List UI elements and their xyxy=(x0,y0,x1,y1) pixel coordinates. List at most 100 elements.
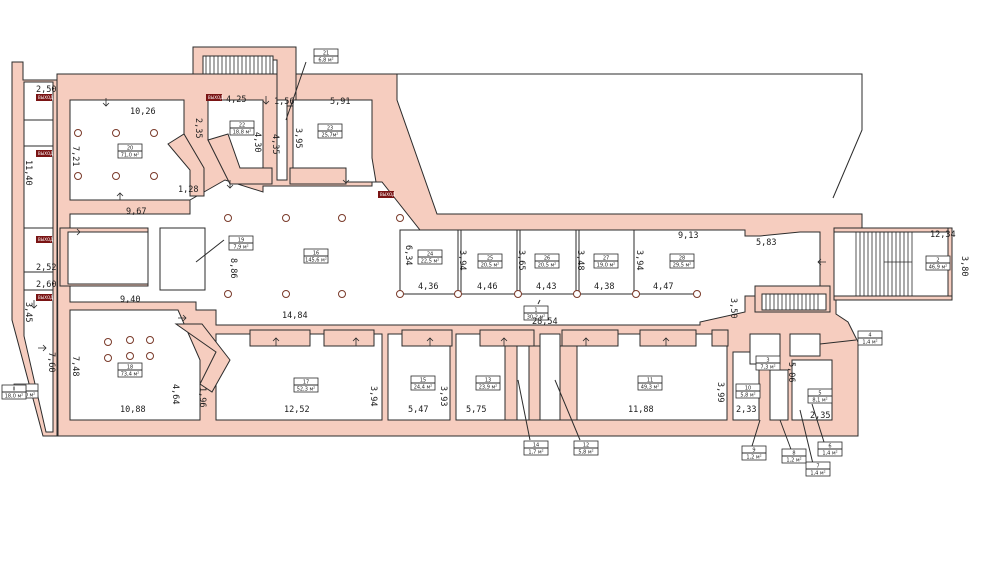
room-number: 15 xyxy=(420,378,426,384)
exterior-outline xyxy=(397,73,863,199)
room-21-floor xyxy=(276,99,288,181)
dimension-label: 2,35 xyxy=(193,118,203,138)
stair-lower-steps xyxy=(765,294,819,310)
room-label-2: 246,9 м² xyxy=(925,255,951,271)
room-area: 20,5 м² xyxy=(538,263,557,269)
dimension-label: 28,54 xyxy=(532,317,558,327)
room-label-14: 141,7 м² xyxy=(523,440,549,456)
dimension-label: 3,99 xyxy=(715,382,725,402)
dimension-label: 11,88 xyxy=(628,405,654,415)
dimension-label: 3,45 xyxy=(23,302,33,322)
arrows xyxy=(30,96,826,352)
dimension-label: 2,60 xyxy=(36,280,56,290)
room-label-8: 81,2 м² xyxy=(781,448,807,464)
counters xyxy=(167,133,729,421)
dimension-label: 12,52 xyxy=(284,405,310,415)
dimension-label: 5,83 xyxy=(756,238,776,248)
dimension-label: 4,47 xyxy=(653,282,673,292)
room-number: 1 xyxy=(534,308,537,314)
dimension-label: 4,36 xyxy=(418,282,438,292)
dimension-label: 7,21 xyxy=(70,146,80,166)
dimension-label: 2,35 xyxy=(810,411,830,421)
room-number: 5 xyxy=(818,391,821,397)
room-label-6: 61,4 м² xyxy=(817,441,843,457)
room-area: 52,3 м² xyxy=(297,387,316,393)
exit-signs: ВЫХОД ВЫХОД ВЫХОД ВЫХОД ВЫХОД ВЫХОД xyxy=(36,94,395,301)
room-number: 16 xyxy=(313,251,319,257)
dimension-label: 2,50 xyxy=(36,85,56,95)
dimension-label: 11,40 xyxy=(23,160,33,186)
room-label-10: 105,8 м² xyxy=(735,383,761,399)
room-area: 1,4 м² xyxy=(822,451,837,457)
dimension-label: 4,35 xyxy=(270,134,280,154)
room-area: 73,4 м² xyxy=(121,372,140,378)
dimension-label: 8,86 xyxy=(228,258,238,278)
dimension-label: 3,94 xyxy=(634,250,644,270)
dimension-label: 5,91 xyxy=(330,97,350,107)
room-area: 5,8 м² xyxy=(578,450,593,456)
stair-21-steps xyxy=(205,56,271,74)
room-area: 8,1 м² xyxy=(812,398,827,404)
room-label-3: 37,3 м² xyxy=(755,355,781,371)
room-number: 19 xyxy=(238,238,244,244)
dimension-label: 3,93 xyxy=(438,386,448,406)
room-number: II xyxy=(13,387,16,393)
room-12-floor xyxy=(539,333,561,421)
dimension-label: 3,50 xyxy=(728,298,738,318)
room-number: 2 xyxy=(936,258,939,264)
room-number: 11 xyxy=(647,378,653,384)
room-area: 1,2 м² xyxy=(746,455,761,461)
partition-nodes xyxy=(396,214,701,298)
room-area: 5,8 м² xyxy=(740,393,755,399)
dimension-label: 5,75 xyxy=(466,405,486,415)
room-area: 46,9 м² xyxy=(929,265,948,271)
svg-text:ВЫХОД: ВЫХОД xyxy=(38,295,53,300)
room-area: 1,4 м² xyxy=(862,340,877,346)
room-number: 27 xyxy=(603,256,609,262)
room-label-21: 216,8 м² xyxy=(313,48,339,64)
room-number: 20 xyxy=(127,146,133,152)
room-area: 7,9 м² xyxy=(233,245,248,251)
room-area: 1,7 м² xyxy=(528,450,543,456)
room-4-floor xyxy=(789,333,821,357)
room-number: 21 xyxy=(323,51,329,57)
dimension-label: 7,60 xyxy=(46,352,56,372)
room-number: 13 xyxy=(485,378,491,384)
room-number: 14 xyxy=(533,443,539,449)
dimension-label: 3,94 xyxy=(457,250,467,270)
dimension-label: 10,88 xyxy=(120,405,146,415)
room-19-floor xyxy=(159,227,206,291)
room-area: 22,5 м² xyxy=(421,259,440,265)
room-label-4: 41,4 м² xyxy=(857,330,883,346)
room-area: 1,4 м² xyxy=(810,471,825,477)
room-area: 24,4 м² xyxy=(414,385,433,391)
room-label-9: 91,2 м² xyxy=(741,445,767,461)
room-label-7: 71,4 м² xyxy=(805,461,831,477)
room-area: 6,8 м² xyxy=(318,58,333,64)
room-number: 10 xyxy=(745,386,751,392)
dimension-label: 3,80 xyxy=(959,256,969,276)
dimension-label: 2,52 xyxy=(36,263,56,273)
room-area: 20,5 м² xyxy=(481,263,500,269)
room-area: 18,0 м² xyxy=(5,394,24,400)
dimension-label: 4,30 xyxy=(252,132,262,152)
dimension-label: 12,34 xyxy=(930,230,956,240)
dimension-label: 1,56 xyxy=(274,97,294,107)
dimension-label: 2,33 xyxy=(736,405,756,415)
dimension-label: 4,43 xyxy=(536,282,556,292)
room-number: 28 xyxy=(679,256,685,262)
